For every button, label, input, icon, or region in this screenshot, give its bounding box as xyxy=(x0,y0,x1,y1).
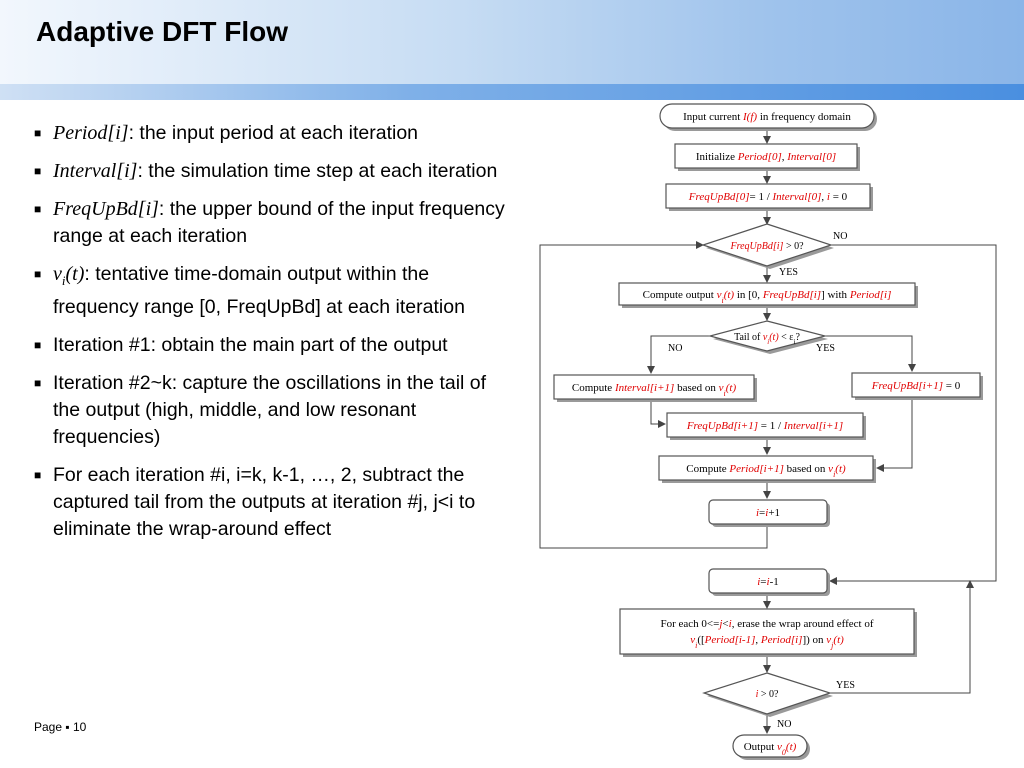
svg-text:Tail of vi(t) < εi?: Tail of vi(t) < εi? xyxy=(734,332,800,346)
bullet-text: : the upper bound of the input frequency… xyxy=(53,198,505,247)
bullet-text: : tentative time-domain output within th… xyxy=(53,263,465,318)
bullet-text: For each iteration #i, i=k, k-1, …, 2, s… xyxy=(53,464,476,540)
flow-frequpbd-next-node: FreqUpBd[i+1] = 1 / Interval[i+1] xyxy=(666,412,866,440)
header-background xyxy=(0,0,1024,84)
flow-compute-period-node: Compute Period[i+1] based on vi(t) xyxy=(658,455,876,483)
flow-compute-interval-node: Compute Interval[i+1] based on vi(t) xyxy=(553,374,757,402)
svg-text:vi([Period[i-1], Period[i]]) o: vi([Period[i-1], Period[i]]) on vj(t) xyxy=(690,634,844,650)
flow-decrement-node: i=i-1 xyxy=(708,568,830,596)
bullet-period: ■ Period[i]: the input period at each ite… xyxy=(34,120,506,147)
svg-text:FreqUpBd[0]= 1 / Interval[0],: FreqUpBd[0]= 1 / Interval[0], i = 0 xyxy=(688,191,848,203)
bullet-marker-icon: ■ xyxy=(34,202,42,216)
slide-title: Adaptive DFT Flow xyxy=(36,16,288,47)
flow-label-no: NO xyxy=(777,719,791,730)
svg-text:Compute Period[i+1] based on v: Compute Period[i+1] based on vi(t) xyxy=(686,463,846,479)
flow-increment-node: i=i+1 xyxy=(708,499,830,527)
bullet-frequpbd: ■ FreqUpBd[i]: the upper bound of the inp… xyxy=(34,196,506,250)
flow-label-no: NO xyxy=(668,343,682,354)
bullet-marker-icon: ■ xyxy=(34,267,42,281)
bullet-term: Period[i] xyxy=(53,122,129,144)
flow-decision-tail: Tail of vi(t) < εi? xyxy=(707,320,828,354)
bullet-interval: ■ Interval[i]: the simulation time step a… xyxy=(34,158,506,185)
flow-init-node: Initialize Period[0], Interval[0] xyxy=(674,143,860,171)
svg-text:i=i-1: i=i-1 xyxy=(757,576,779,588)
svg-text:i > 0?: i > 0? xyxy=(756,689,779,700)
header-accent-bar xyxy=(0,84,1024,100)
bullet-marker-icon: ■ xyxy=(34,126,42,140)
svg-text:Compute Interval[i+1] based on: Compute Interval[i+1] based on vi(t) xyxy=(572,382,737,398)
bullet-term: FreqUpBd[i] xyxy=(53,198,159,220)
bullet-vi: ■ vi(t): tentative time-domain output wit… xyxy=(34,261,506,321)
flow-decision-frequpbd: FreqUpBd[i] > 0? xyxy=(701,223,834,269)
svg-text:i=i+1: i=i+1 xyxy=(756,507,780,519)
flow-compute-output-node: Compute output vi(t) in [0, FreqUpBd[i]]… xyxy=(618,282,918,308)
bullet-text: : the input period at each iteration xyxy=(128,122,419,144)
bullet-marker-icon: ■ xyxy=(34,376,42,390)
svg-text:Initialize Period[0], Interval: Initialize Period[0], Interval[0] xyxy=(696,151,836,163)
flow-decision-i: i > 0? xyxy=(702,672,833,717)
svg-text:Compute output vi(t) in [0, Fr: Compute output vi(t) in [0, FreqUpBd[i]]… xyxy=(643,289,892,305)
flow-start-node: Input current I(f) in frequency domain xyxy=(659,103,877,131)
flow-erase-node: For each 0<=j<i, erase the wrap around e… xyxy=(619,608,917,657)
bullet-iteration-1: ■ Iteration #1: obtain the main part of t… xyxy=(34,332,506,359)
flow-connectors xyxy=(539,128,997,734)
bullet-text: Iteration #2~k: capture the oscillations… xyxy=(53,372,487,448)
bullet-iteration-2k: ■ Iteration #2~k: capture the oscillation… xyxy=(34,370,506,451)
bullet-marker-icon: ■ xyxy=(34,164,42,178)
svg-text:For each 0<=j<i, erase the wra: For each 0<=j<i, erase the wrap around e… xyxy=(661,618,874,630)
flow-output-node: Output v0(t) xyxy=(732,734,810,760)
bullet-marker-icon: ■ xyxy=(34,338,42,352)
svg-text:Input current I(f) in frequenc: Input current I(f) in frequency domain xyxy=(683,111,851,123)
flow-label-yes: YES xyxy=(779,267,798,278)
bullet-marker-icon: ■ xyxy=(34,468,42,482)
bullet-each-iteration: ■ For each iteration #i, i=k, k-1, …, 2, … xyxy=(34,462,506,543)
bullet-text: Iteration #1: obtain the main part of th… xyxy=(53,334,448,356)
bullet-term: vi(t) xyxy=(53,263,85,288)
flow-label-no: NO xyxy=(833,231,847,242)
flow-label-yes: YES xyxy=(836,680,855,691)
page-footer: Page ▪ 10 xyxy=(34,720,87,734)
flow-frequpbd-init-node: FreqUpBd[0]= 1 / Interval[0], i = 0 xyxy=(665,183,873,211)
flow-label-yes: YES xyxy=(816,343,835,354)
bullet-text: : the simulation time step at each itera… xyxy=(137,160,498,182)
bullet-term: Interval[i] xyxy=(53,160,138,182)
bullet-list: ■ Period[i]: the input period at each ite… xyxy=(34,120,506,554)
svg-text:FreqUpBd[i+1] = 1 / Interval[i: FreqUpBd[i+1] = 1 / Interval[i+1] xyxy=(686,420,843,432)
flow-frequpbd-zero-node: FreqUpBd[i+1] = 0 xyxy=(851,372,983,400)
svg-text:FreqUpBd[i] > 0?: FreqUpBd[i] > 0? xyxy=(729,241,804,252)
svg-text:Output v0(t): Output v0(t) xyxy=(744,741,797,757)
svg-text:FreqUpBd[i+1] = 0: FreqUpBd[i+1] = 0 xyxy=(871,380,961,392)
